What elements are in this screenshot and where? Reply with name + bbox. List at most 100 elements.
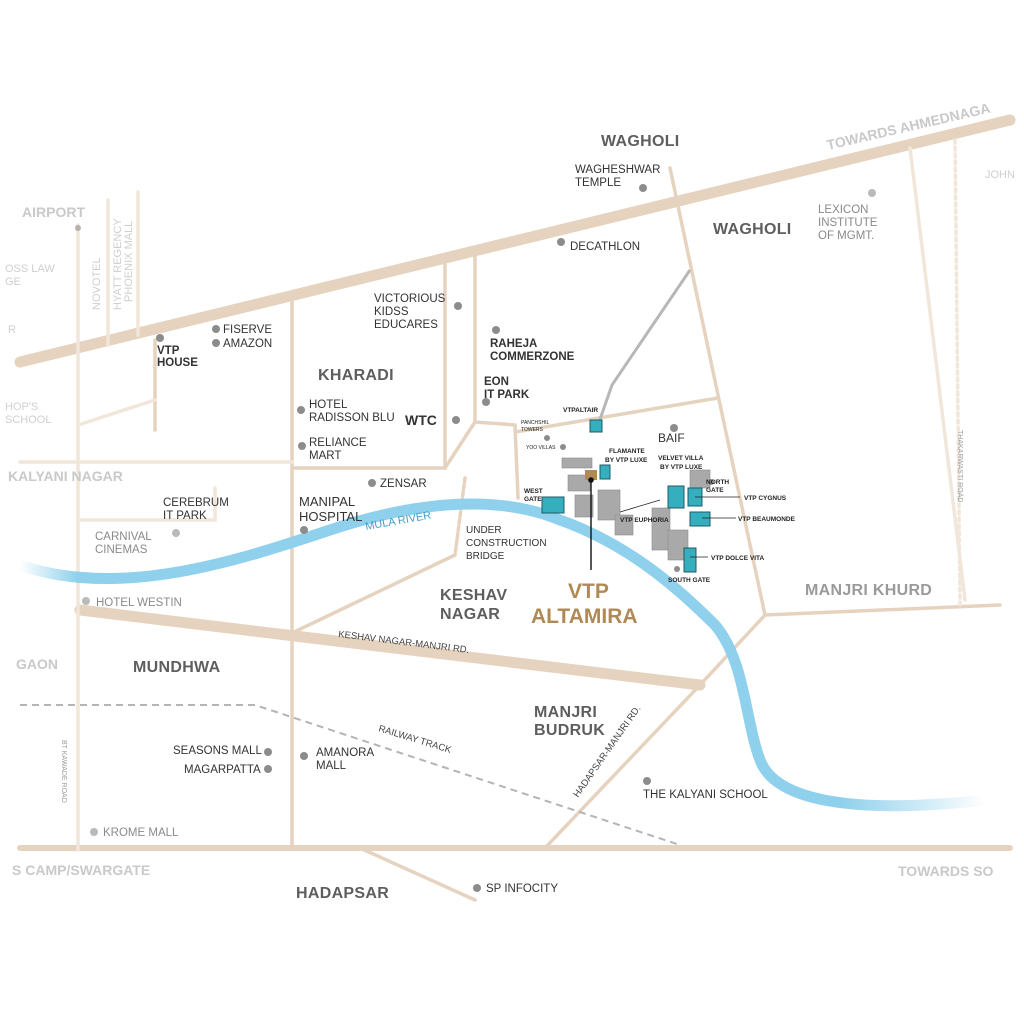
- road-lexicon: [908, 146, 967, 602]
- label-reliance-2: MART: [309, 450, 341, 462]
- label-carnival-2: CINEMAS: [95, 544, 148, 556]
- label-eon-1: EON: [484, 376, 509, 388]
- road-hadapsar-spur: [358, 846, 477, 902]
- road-bishops: [76, 398, 157, 427]
- label-zensar: ZENSAR: [380, 478, 427, 490]
- label-kalyani-school: THE KALYANI SCHOOL: [643, 789, 768, 801]
- building-block: [574, 494, 594, 518]
- poi-dot-icon: [868, 189, 876, 197]
- building-block: [651, 507, 671, 551]
- road-altair-connector: [596, 269, 692, 426]
- label-carnival-1: CARNIVAL: [95, 531, 152, 543]
- poi-dot-icon: [560, 444, 566, 450]
- poi-dot-icon: [156, 334, 164, 342]
- label-velvet-1: VELVET VILLA: [658, 455, 704, 462]
- road-cerebrum: [76, 486, 217, 522]
- label-cerebrum-1: CEREBRUM: [163, 497, 229, 509]
- label-symbiosis-1: OSS LAW: [5, 263, 55, 275]
- velvet-villa-building: [667, 485, 685, 509]
- label-vtp-cygnus: VTP CYGNUS: [744, 495, 787, 502]
- label-vtp-house-1: VTP: [157, 345, 180, 357]
- road-wagholi-south: [668, 166, 767, 617]
- flamante-building: [599, 464, 611, 480]
- poi-dot-icon: [82, 597, 90, 605]
- label-amazon: AMAZON: [223, 338, 272, 350]
- poi-dot-icon: [708, 479, 714, 485]
- label-krome-mall: KROME MALL: [103, 827, 179, 839]
- label-under-construction-2: CONSTRUCTION: [466, 538, 547, 549]
- label-flamante-2: BY VTP LUXE: [605, 457, 648, 464]
- euphoria-pointer: [619, 499, 661, 513]
- building-block: [667, 529, 689, 561]
- label-manipal-2: HOSPITAL: [299, 509, 362, 524]
- label-hotel-westin: HOTEL WESTIN: [96, 597, 182, 609]
- label-camp: S CAMP/SWARGATE: [12, 862, 150, 878]
- location-pin-icon: [588, 477, 594, 483]
- poi-dots: [75, 184, 876, 892]
- under-construction-bridge-road: [453, 476, 467, 557]
- area-labels: WAGHOLI WAGHOLI KHARADI KESHAV NAGAR MUN…: [133, 133, 932, 902]
- label-vtp-dolce-vita: VTP DOLCE VITA: [711, 555, 765, 562]
- label-magarpatta: MAGARPATTA: [184, 764, 261, 776]
- label-phoenix: PHOENIX MALL: [123, 221, 135, 302]
- label-johnson: JOHN: [985, 169, 1015, 181]
- label-ar: R: [8, 324, 16, 336]
- poi-dot-icon: [454, 302, 462, 310]
- poi-dot-icon: [674, 566, 680, 572]
- label-hyatt: HYATT REGENCY: [112, 218, 124, 310]
- label-lexicon-2: INSTITUTE: [818, 217, 878, 229]
- poi-dot-icon: [544, 435, 550, 441]
- label-decathlon: DECATHLON: [570, 241, 640, 253]
- label-raheja-1: RAHEJA: [490, 338, 537, 350]
- poi-dot-icon: [264, 765, 272, 773]
- poi-dot-icon: [264, 748, 272, 756]
- label-flamante-1: FLAMANTE: [609, 448, 645, 455]
- label-reliance-1: RELIANCE: [309, 437, 367, 449]
- poi-dot-icon: [670, 424, 678, 432]
- label-vtp-house-2: HOUSE: [157, 357, 198, 369]
- poi-dot-icon: [212, 339, 220, 347]
- label-towards-solapur: TOWARDS SO: [898, 863, 994, 879]
- poi-dot-icon: [75, 225, 81, 231]
- label-vtp: VTP: [568, 580, 609, 603]
- building-block: [567, 474, 591, 492]
- poi-dot-icon: [297, 406, 305, 414]
- label-vtp-altair: VTPALTAIR: [563, 407, 598, 414]
- label-manjri-budruk-2: BUDRUK: [534, 722, 605, 739]
- label-lexicon-3: OF MGMT.: [818, 230, 874, 242]
- road-manjri-khurd: [763, 603, 1002, 617]
- label-keshav-2: NAGAR: [440, 606, 500, 623]
- road-keshav-manjri: [74, 604, 706, 691]
- label-north-gate-1: NORTH: [706, 479, 729, 486]
- label-manjri-budruk-1: MANJRI: [534, 704, 597, 721]
- building-block: [597, 489, 621, 521]
- label-cerebrum-2: IT PARK: [163, 510, 207, 522]
- vtp-altamira-cluster: [541, 419, 740, 573]
- road-nagar-highway: [14, 114, 1016, 368]
- label-manipal-1: MANIPAL: [299, 494, 355, 509]
- label-baif: BAIF: [658, 431, 685, 445]
- poi-dot-icon: [90, 828, 98, 836]
- label-wagheshwar-2: TEMPLE: [575, 177, 621, 189]
- road-johnson: [953, 138, 962, 607]
- label-bishops-1: HOP'S: [5, 401, 38, 413]
- label-wagheshwar-1: WAGHESHWAR: [575, 164, 660, 176]
- poi-dot-icon: [212, 325, 220, 333]
- label-panchshil-1: PANCHSHIL: [521, 420, 549, 426]
- label-wagholi-top: WAGHOLI: [601, 133, 680, 150]
- poi-dot-icon: [172, 529, 180, 537]
- label-bt-kawade-road: BT KAWADE ROAD: [60, 740, 67, 803]
- label-vtp-beaumonde: VTP BEAUMONDE: [738, 516, 796, 523]
- road-hadapsar-manjri: [543, 613, 767, 850]
- vtp-altair-building: [589, 419, 603, 433]
- label-kharadi: KHARADI: [318, 367, 394, 384]
- poi-dot-icon: [482, 398, 490, 406]
- poi-dot-icon: [452, 416, 460, 424]
- label-north-gate-2: GATE: [706, 487, 724, 494]
- label-symbiosis-2: GE: [5, 276, 21, 288]
- poi-dot-icon: [557, 238, 565, 246]
- west-gate-building: [541, 496, 565, 514]
- poi-labels: WAGHESHWAR TEMPLE DECATHLON LEXICON INST…: [95, 164, 878, 895]
- poi-dot-icon: [300, 752, 308, 760]
